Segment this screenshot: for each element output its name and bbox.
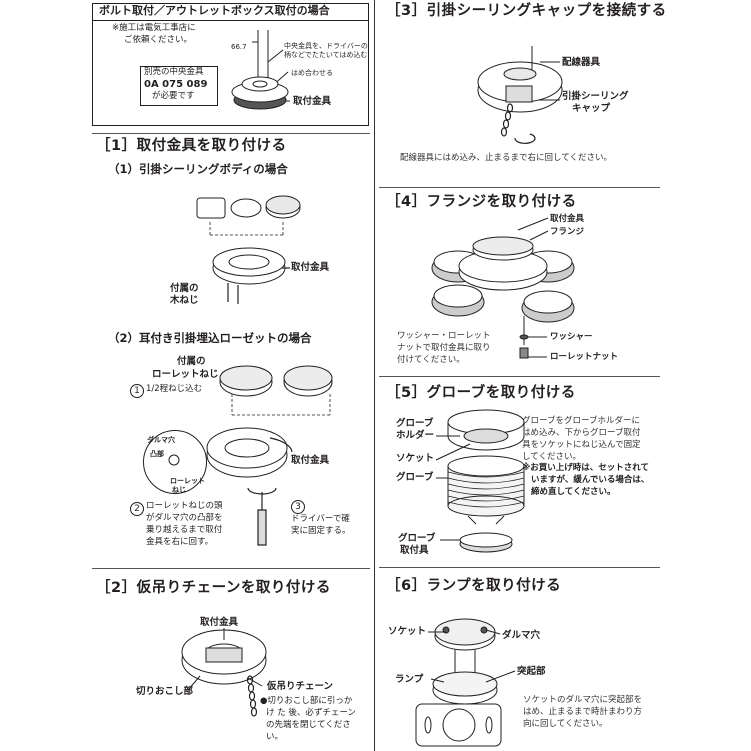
part-line-1: 別売の中央金具 xyxy=(144,67,204,77)
s5-fitting-label-2: 取付具 xyxy=(400,545,429,556)
part-number-box xyxy=(140,66,218,106)
s2-note-3: の先端を閉じてくださ xyxy=(266,720,351,730)
s5-note-2: はめ込み、下からグローブ取付 xyxy=(522,428,641,438)
divider-left-2 xyxy=(92,568,370,569)
bolt-box-mount-label: 取付金具 xyxy=(293,96,332,107)
s3-cap-label-2: キャップ xyxy=(572,103,611,114)
s4-washer-label: ワッシャー xyxy=(550,332,593,342)
s3-caption: 配線器具にはめ込み、止まるまで右に回してください。 xyxy=(400,153,612,163)
s1-knurl-label-1: 付属の xyxy=(177,356,206,367)
s5-note-3: 具をソケットにねじ込んで固定 xyxy=(522,440,641,450)
divider-left-1 xyxy=(92,133,370,134)
step1-circle: 1 xyxy=(130,384,144,398)
divider-right-3 xyxy=(379,567,660,568)
hole-detail-box xyxy=(143,430,207,494)
bolt-box-title: ボルト取付／アウトレットボックス取付の場合 xyxy=(99,4,330,17)
bolt-box: ボルト取付／アウトレットボックス取付の場合 xyxy=(92,3,369,126)
s2-title: ［2］仮吊りチェーンを取り付ける xyxy=(96,580,331,596)
bolt-box-callout-1: 中央金具を、ドライバーの xyxy=(284,42,368,50)
s1-screw-label-1: 付属の xyxy=(170,283,199,294)
s4-note-2: ナットで取付金具に取り xyxy=(397,343,491,353)
s3-wiring-label: 配線器具 xyxy=(562,57,601,68)
s6-boss-label: 突起部 xyxy=(517,666,546,677)
s1-mount-label: 取付金具 xyxy=(291,262,330,273)
s5-title: ［5］グローブを取り付ける xyxy=(386,385,576,401)
s5-note-4: してください。 xyxy=(522,452,581,462)
s1-title: ［1］取付金具を取り付ける xyxy=(96,138,287,154)
s3-cap-label-1: 引掛シーリング xyxy=(562,91,629,102)
step3-line-1: ドライバーで確 xyxy=(291,514,350,524)
s2-chain-label: 仮吊りチェーン xyxy=(267,681,334,692)
knurl-small-1: ローレット xyxy=(170,477,205,485)
s6-note-3: 向に回してください。 xyxy=(523,719,608,729)
s5-socket-label: ソケット xyxy=(396,453,435,464)
step1-text: 1/2程ねじ込む xyxy=(146,384,203,394)
bolt-box-note-1: ※施工は電気工事店に xyxy=(112,23,196,33)
step2-line-1: ローレットねじの頭 xyxy=(146,501,223,511)
s6-lamp-label: ランプ xyxy=(395,674,424,685)
s5-holder-label-1: グローブ xyxy=(396,418,434,429)
s2-mount-label: 取付金具 xyxy=(200,617,239,628)
s5-holder-label-2: ホルダー xyxy=(396,430,435,441)
s1-sub2: （2）耳付き引掛埋込ローゼットの場合 xyxy=(108,331,312,345)
s5-fitting-label-1: グローブ xyxy=(398,533,436,544)
step2-line-2: がダルマ穴の凸部を xyxy=(146,513,223,523)
s1-sub1: （1）引掛シーリングボディの場合 xyxy=(108,162,288,176)
s4-note-3: 付けてください。 xyxy=(397,355,465,365)
center-divider xyxy=(374,0,375,751)
s4-nut-label: ローレットナット xyxy=(550,352,619,362)
s2-note-4: い。 xyxy=(266,732,284,742)
step3-line-2: 実に固定する。 xyxy=(291,526,351,536)
knurl-small-2: ねじ xyxy=(172,486,186,494)
s2-cut-label: 切りおこし部 xyxy=(136,686,194,697)
part-line-3: が必要です xyxy=(152,91,195,101)
s2-note-1: ●切りおこし部に引っか xyxy=(260,696,353,706)
boss-label: 凸部 xyxy=(150,450,164,458)
s6-title: ［6］ランプを取り付ける xyxy=(386,578,562,594)
step3-num: 3 xyxy=(295,502,301,512)
bolt-box-title-bar: ボルト取付／アウトレットボックス取付の場合 xyxy=(93,4,368,21)
bolt-box-note-2: ご依頼ください。 xyxy=(124,35,193,45)
part-number: 0A 075 089 xyxy=(144,79,208,90)
step1-num: 1 xyxy=(134,386,140,396)
s3-title: ［3］引掛シーリングキャップを接続する xyxy=(386,3,667,19)
s6-note-2: はめ、止まるまで時計まわり方 xyxy=(523,707,643,717)
s4-title: ［4］フランジを取り付ける xyxy=(386,194,577,210)
step3-circle: 3 xyxy=(291,500,305,514)
step2-num: 2 xyxy=(134,504,140,514)
s1-knurl-label-2: ローレットねじ xyxy=(152,369,219,380)
s6-hole-label: ダルマ穴 xyxy=(502,630,541,641)
step2-line-3: 乗り越えるまで取付 xyxy=(146,525,223,535)
step2-circle: 2 xyxy=(130,502,144,516)
s5-warn-3: 締め直してください。 xyxy=(531,487,616,497)
divider-right-1 xyxy=(379,187,660,188)
s4-flange-label: フランジ xyxy=(550,227,585,237)
s4-mount-label: 取付金具 xyxy=(550,214,585,224)
step2-line-4: 金具を右に回す。 xyxy=(146,537,214,547)
bolt-box-callout-2: 柄などでたたいてはめ込む xyxy=(284,51,368,59)
divider-right-2 xyxy=(379,376,660,377)
s5-warn-2: いますが、緩んでいる場合は、 xyxy=(531,475,650,485)
s4-note-1: ワッシャー・ローレット xyxy=(397,331,491,341)
bolt-box-fit-label: はめ合わせる xyxy=(291,69,333,77)
hole-label: ダルマ穴 xyxy=(147,436,175,444)
s5-globe-label: グローブ xyxy=(396,472,434,483)
bolt-box-dim: 66.7 xyxy=(231,43,247,51)
s1-screw-label-2: 木ねじ xyxy=(170,295,199,306)
s5-note-1: グローブをグローブホルダーに xyxy=(522,416,640,426)
s6-note-1: ソケットのダルマ穴に突起部を xyxy=(523,695,643,705)
s6-socket-label: ソケット xyxy=(388,626,427,637)
s2-note-2: け た 後、必ずチェーン xyxy=(266,708,356,718)
s5-warn-1: ※お買い上げ時は、セットされて xyxy=(522,463,650,473)
s1-mount-label-2: 取付金具 xyxy=(291,455,330,466)
